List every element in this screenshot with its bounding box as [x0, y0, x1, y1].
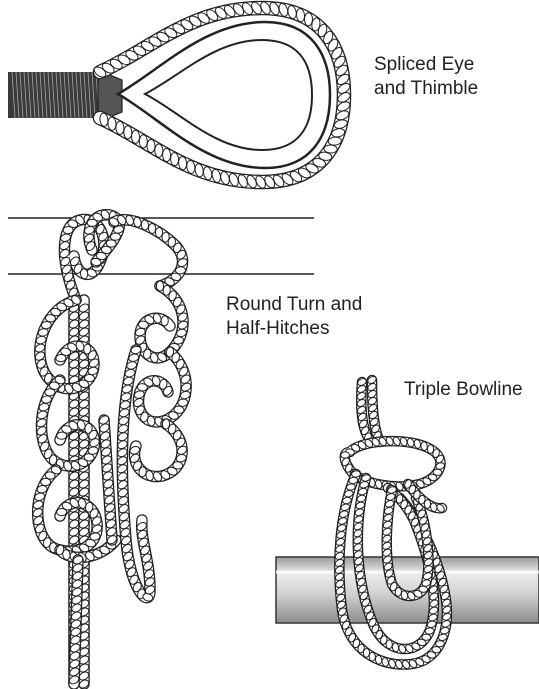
caption-round-turn: Round Turn and Half-Hitches: [226, 293, 362, 341]
triple-bowline-figure: [276, 375, 539, 670]
round-turn-figure: [8, 209, 314, 689]
spliced-eye-figure: [8, 0, 352, 189]
hitch-rope-strands: [32, 209, 193, 689]
caption-triple-bowline: Triple Bowline: [404, 378, 523, 402]
thimble-inner: [145, 40, 312, 150]
bowline-rope-strands: [334, 375, 452, 670]
caption-spliced-eye: Spliced Eye and Thimble: [374, 53, 478, 101]
pipe: [276, 557, 539, 623]
